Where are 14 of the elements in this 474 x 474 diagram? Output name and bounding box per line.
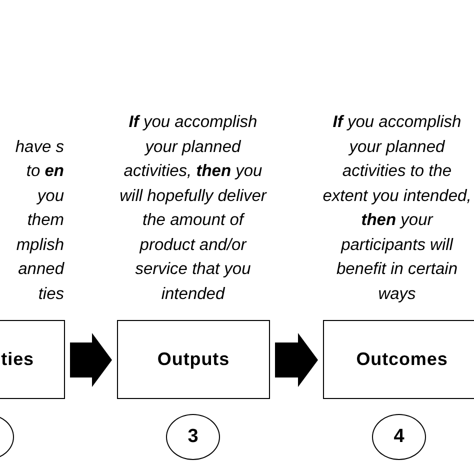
stage-label: Outputs [157, 348, 230, 371]
step-number: 3 [188, 424, 198, 449]
if-then-statement: have s to en you them mplish anned ties [14, 136, 64, 304]
number-circle [372, 414, 426, 460]
stage-label: ties [1, 348, 34, 371]
stage-box [117, 320, 270, 399]
block-arrow [70, 333, 112, 387]
if-then-statement: If you accomplish your planned activities to the extent you intended, then your participants will benefit in certain ways [322, 112, 472, 304]
number-circle [166, 414, 220, 460]
if-then-statement: If you accomplish your planned activities, then you will hopefully deliver the amount of product and/or service that you intended [118, 112, 268, 304]
stage-label: Outcomes [356, 348, 448, 371]
stage-box [323, 320, 474, 399]
step-number: 4 [394, 424, 404, 449]
block-arrow [275, 333, 318, 387]
